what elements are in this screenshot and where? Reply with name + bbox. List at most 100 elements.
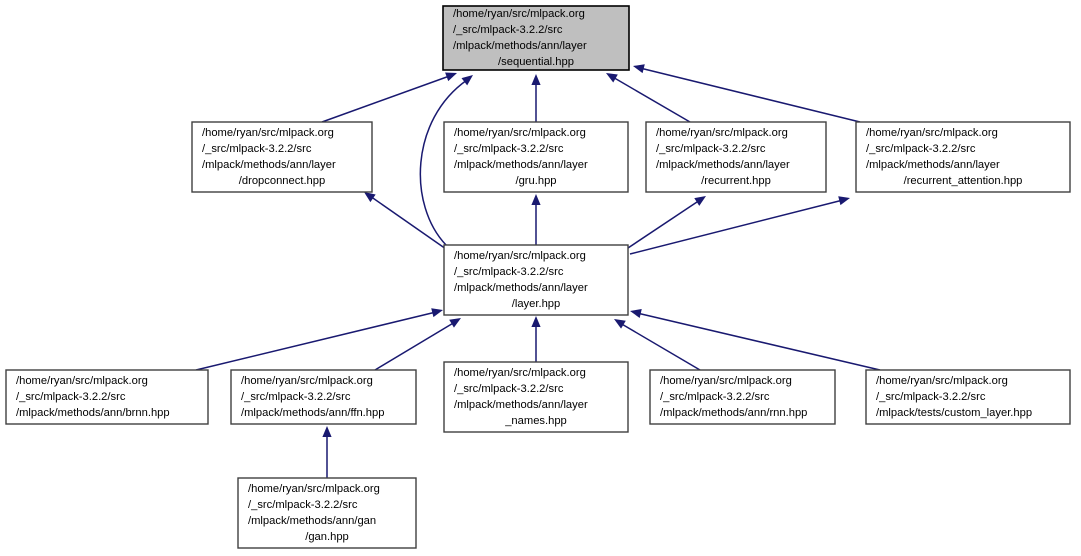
node-label-line: /home/ryan/src/mlpack.org [656,127,788,139]
edges-layer [195,64,881,478]
node-label-line: /mlpack/methods/ann/layer [202,159,336,171]
node-box[interactable] [191,121,373,193]
graph-node-gan[interactable]: /home/ryan/src/mlpack.org/_src/mlpack-3.… [237,477,417,549]
node-label-line: /dropconnect.hpp [239,175,325,187]
graph-edge-recurrent-to-sequential [606,73,691,123]
node-label-line: /home/ryan/src/mlpack.org [454,367,586,379]
edge-line [627,199,701,249]
node-label-line: /home/ryan/src/mlpack.org [660,375,792,387]
node-box[interactable] [5,369,209,425]
node-label-line: /mlpack/methods/ann/layer [453,40,587,52]
node-box[interactable] [865,369,1071,425]
graph-edge-layer-to-dropconnect [364,192,447,250]
node-box[interactable] [237,477,417,549]
graph-node-layer[interactable]: /home/ryan/src/mlpack.org /_src/mlpack-3.… [443,244,629,316]
node-label-line: /_src/mlpack-3.2.2/src [454,383,564,395]
node-label-line: /recurrent.hpp [701,175,771,187]
edge-arrowhead [633,64,645,74]
node-label-line: /_src/mlpack-3.2.2/src [656,143,766,155]
graph-edge-layer-to-sequential [419,75,473,246]
node-box[interactable] [855,121,1071,193]
edge-line [629,199,844,255]
node-label-line: /_src/mlpack-3.2.2/src [453,24,563,36]
node-box[interactable] [443,244,629,316]
node-label-line: /_src/mlpack-3.2.2/src [454,266,564,278]
node-label-line: /home/ryan/src/mlpack.org [248,483,380,495]
node-label-line: /mlpack/methods/ann/layer [866,159,1000,171]
graph-node-custom_layer[interactable]: /home/ryan/src/mlpack.org/_src/mlpack-3.… [865,369,1071,425]
graph-edge-gru-to-sequential [531,74,541,122]
graph-node-brnn[interactable]: /home/ryan/src/mlpack.org /_src/mlpack-3.… [5,369,209,425]
graph-edge-layer-to-recurrent-attention [629,196,850,255]
edge-arrowhead [364,192,376,203]
node-box[interactable] [645,121,827,193]
node-label-line: /gan.hpp [305,531,349,543]
graph-edge-ffn-to-layer [374,318,461,371]
node-label-line: /home/ryan/src/mlpack.org [16,375,148,387]
edge-line [639,67,861,123]
node-label-line: /sequential.hpp [498,56,574,68]
graph-edge-recurrent-attention-to-sequential [633,64,861,123]
edge-arrowhead [531,74,541,85]
graph-edge-dropconnect-to-sequential [321,72,457,123]
node-label-line: /_src/mlpack-3.2.2/src [16,391,126,403]
graph-edge-custom-layer-to-layer [630,308,881,371]
edge-line [195,311,437,371]
node-box[interactable] [230,369,417,425]
node-box[interactable] [649,369,836,425]
node-label-line: /_src/mlpack-3.2.2/src [866,143,976,155]
graph-edge-gan-to-ffn [322,426,332,478]
graph-edge-layer-to-gru [531,194,541,245]
node-label-line: /mlpack/methods/ann/gan [248,515,376,527]
edge-line [419,79,468,246]
node-label-line: _names.hpp [504,415,567,427]
node-label-line: /_src/mlpack-3.2.2/src [241,391,351,403]
edge-arrowhead [431,308,443,318]
node-box[interactable] [443,361,629,433]
graph-node-layer_names[interactable]: /home/ryan/src/mlpack.org /_src/mlpack-3.… [443,361,629,433]
edge-arrowhead [449,318,461,328]
graph-edge-brnn-to-layer [195,308,443,371]
edge-line [321,73,456,123]
node-label-line: /_src/mlpack-3.2.2/src [660,391,770,403]
node-label-line: /mlpack/methods/ann/layer [454,159,588,171]
edge-line [636,312,881,371]
node-label-line: /mlpack/methods/ann/brnn.hpp [16,407,170,419]
edge-line [610,75,691,123]
graph-node-gru[interactable]: /home/ryan/src/mlpack.org/_src/mlpack-3.… [443,121,629,193]
node-label-line: /layer.hpp [512,298,561,310]
graph-edge-layer-to-recurrent [627,196,706,249]
graph-node-recurrent_attention[interactable]: /home/ryan/src/mlpack.org /_src/mlpack-3.… [855,121,1071,193]
edge-arrowhead [694,196,706,206]
node-label-line: /mlpack/methods/ann/rnn.hpp [660,407,807,419]
node-label-line: /recurrent_attention.hpp [904,175,1023,187]
edge-arrowhead [614,319,626,329]
graph-node-rnn[interactable]: /home/ryan/src/mlpack.org /_src/mlpack-3.… [649,369,836,425]
node-label-line: /home/ryan/src/mlpack.org [453,8,585,20]
edge-arrowhead [461,75,473,86]
node-label-line: /_src/mlpack-3.2.2/src [202,143,312,155]
node-box[interactable] [443,121,629,193]
edge-arrowhead [445,72,457,82]
edge-arrowhead [838,196,850,206]
graph-node-ffn[interactable]: /home/ryan/src/mlpack.org/_src/mlpack-3.… [230,369,417,425]
node-label-line: /home/ryan/src/mlpack.org [454,127,586,139]
edge-line [369,195,447,250]
node-label-line: /home/ryan/src/mlpack.org [866,127,998,139]
edge-arrowhead [606,73,618,83]
node-label-line: /mlpack/methods/ann/layer [454,282,588,294]
node-label-line: /mlpack/methods/ann/layer [656,159,790,171]
graph-node-sequential[interactable]: /home/ryan/src/mlpack.org /_src/mlpack-3.… [442,5,630,71]
node-label-line: /mlpack/tests/custom_layer.hpp [876,407,1032,419]
node-label-line: /home/ryan/src/mlpack.org [454,250,586,262]
nodes-layer: /home/ryan/src/mlpack.org /_src/mlpack-3.… [5,5,1071,549]
graph-edge-layer-names-to-layer [531,316,541,362]
node-label-line: /mlpack/methods/ann/layer [454,399,588,411]
graph-node-dropconnect[interactable]: /home/ryan/src/mlpack.org/_src/mlpack-3.… [191,121,373,193]
graph-node-recurrent[interactable]: /home/ryan/src/mlpack.org /_src/mlpack-3.… [645,121,827,193]
node-label-line: /home/ryan/src/mlpack.org [876,375,1008,387]
edge-arrowhead [322,426,332,437]
node-box[interactable] [442,5,630,71]
